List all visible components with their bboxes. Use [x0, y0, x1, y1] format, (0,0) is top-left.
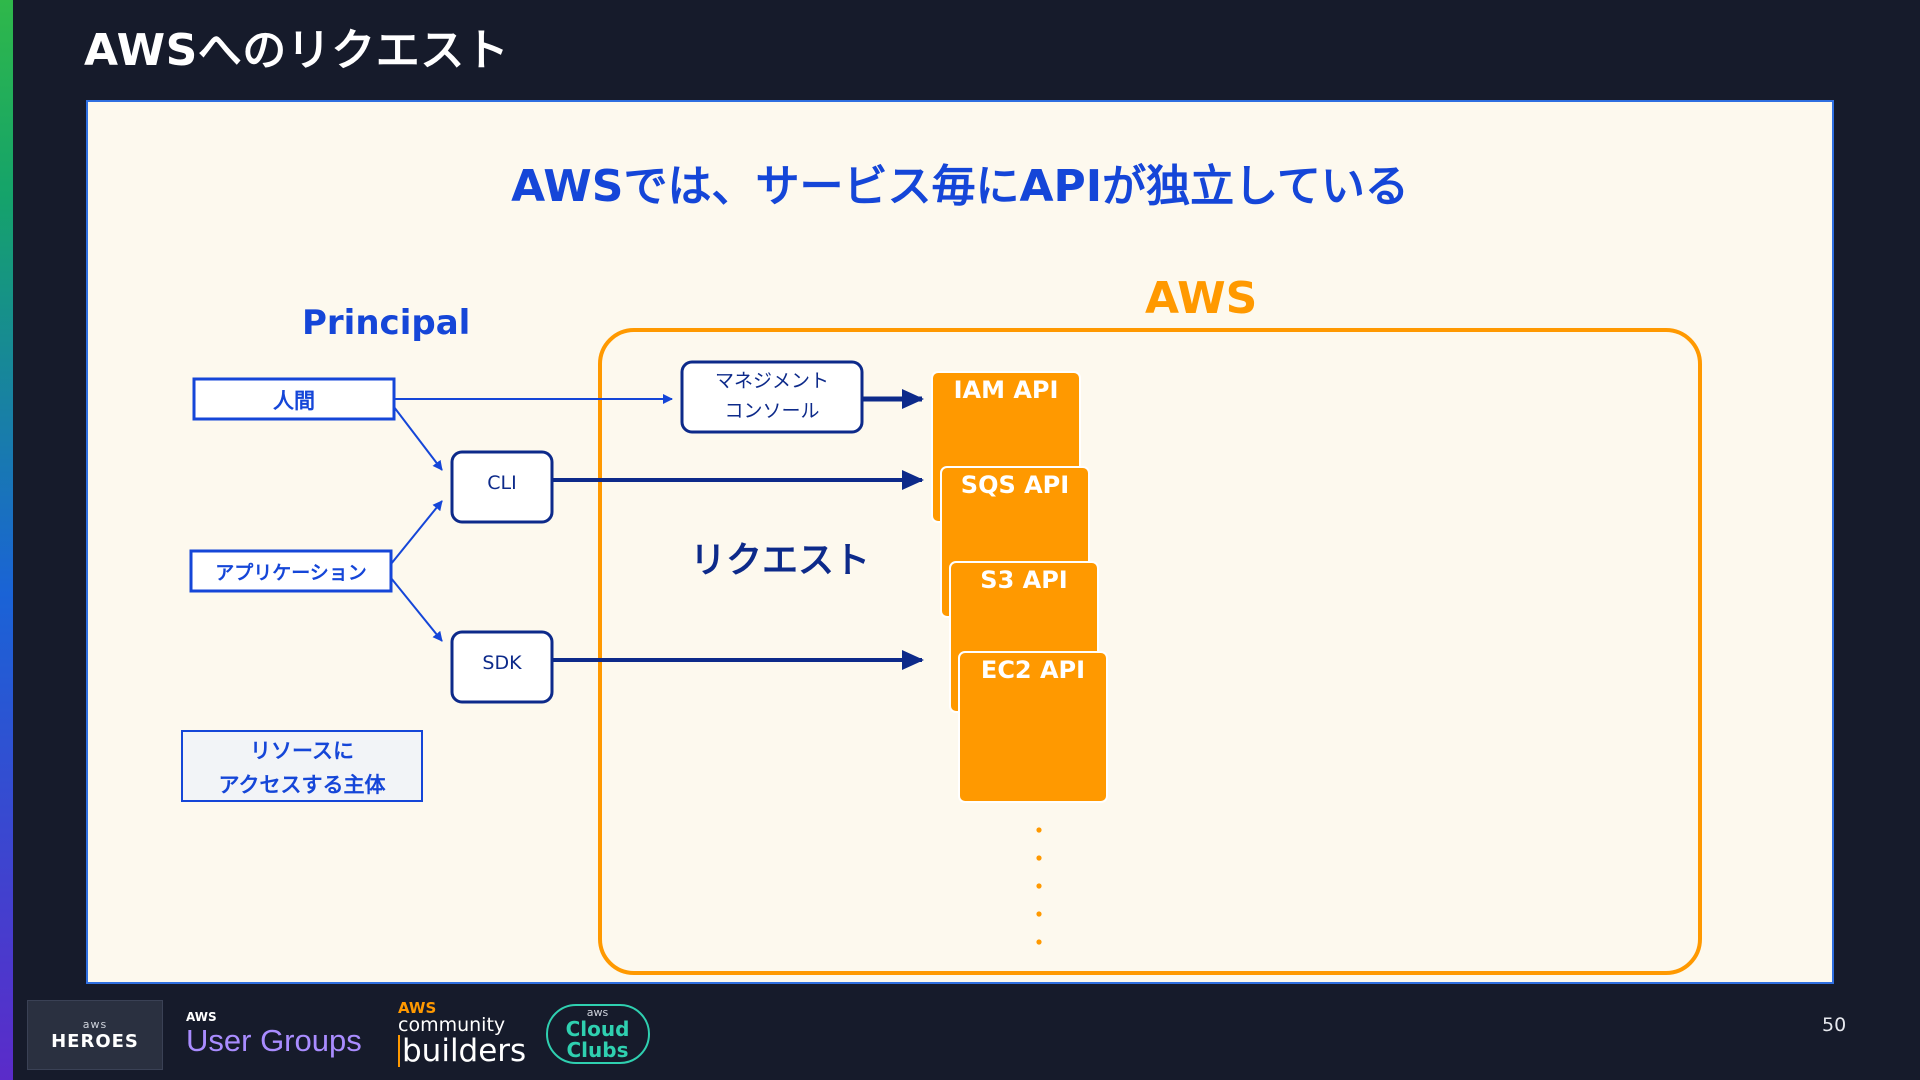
aws-community-builders-logo: AWS community builders [398, 1000, 528, 1068]
api-card-iam-label: IAM API [954, 376, 1059, 404]
management-console-box: マネジメント コンソール [680, 360, 864, 434]
arrow-application-to-cli [390, 500, 443, 565]
application-label: アプリケーション [215, 561, 367, 584]
accent-bar [0, 0, 13, 1080]
principal-desc-line1: リソースに [250, 739, 354, 763]
human-label: 人間 [273, 389, 315, 413]
aws-cloud-clubs-logo: aws Cloud Clubs [540, 1000, 655, 1068]
api-card-ec2-label: EC2 API [981, 656, 1085, 684]
aws-user-groups-logo: AWS User Groups [186, 1000, 366, 1068]
principal-desc-line2: アクセスする主体 [219, 773, 387, 797]
slide-title: AWSへのリクエスト [84, 25, 510, 76]
request-diagram: Principal AWS 人間 アプリケーション リソースに アクセスする主体… [181, 273, 1702, 975]
cloud-clubs-cloud-icon: aws Cloud Clubs [545, 1004, 650, 1064]
api-card-stack: IAM API SQS API S3 API EC2 API [931, 371, 1108, 803]
cli-label: CLI [487, 472, 516, 494]
principal-description-box: リソースに アクセスする主体 [181, 730, 423, 802]
community-text: community [398, 1014, 506, 1036]
user-groups-aws-text: AWS [186, 1010, 217, 1024]
heroes-text: HEROES [51, 1031, 139, 1052]
api-card-sqs-label: SQS API [961, 471, 1069, 499]
headline: AWSでは、サービス毎にAPIが独立している [511, 161, 1409, 212]
application-box: アプリケーション [189, 549, 393, 593]
heroes-aws-text: aws [82, 1018, 108, 1031]
aws-heroes-logo: aws HEROES [27, 1000, 163, 1070]
user-groups-text: User Groups [186, 1023, 362, 1058]
sdk-box: SDK [450, 630, 554, 704]
cloud-clubs-line1: Cloud [565, 1017, 630, 1041]
principal-label: Principal [302, 303, 470, 343]
builders-text: builders [398, 1035, 528, 1067]
more-apis-ellipsis [1036, 827, 1042, 945]
cloud-clubs-aws-text: aws [586, 1006, 609, 1019]
sdk-label: SDK [482, 652, 522, 674]
aws-label: AWS [1145, 273, 1257, 324]
console-line1: マネジメント [715, 370, 829, 392]
page-number: 50 [1822, 1014, 1847, 1036]
console-line2: コンソール [724, 400, 819, 422]
human-box: 人間 [192, 377, 396, 421]
content-panel: AWSでは、サービス毎にAPIが独立している Principal AWS 人間 … [86, 100, 1834, 984]
api-card-ec2 [958, 651, 1108, 803]
community-aws-text: AWS [398, 999, 437, 1017]
aws-boundary [598, 328, 1702, 975]
cloud-clubs-line2: Clubs [566, 1038, 629, 1062]
api-card-s3-label: S3 API [980, 566, 1067, 594]
arrow-application-to-sdk [390, 577, 443, 642]
cli-box: CLI [450, 450, 554, 524]
arrow-human-to-cli [393, 406, 443, 471]
request-label: リクエスト [690, 540, 870, 581]
